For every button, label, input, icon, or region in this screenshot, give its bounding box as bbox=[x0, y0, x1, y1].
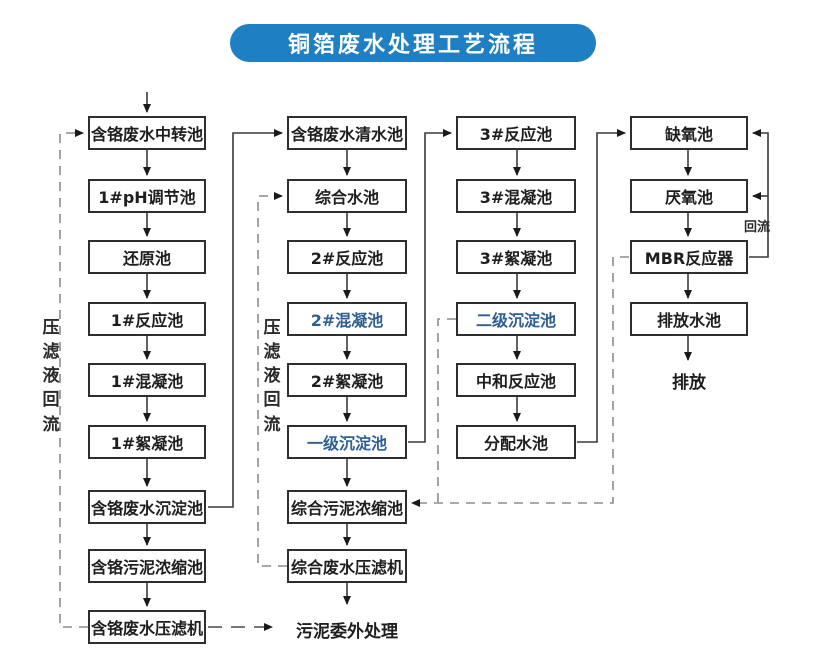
label-discharge: 排放 bbox=[672, 372, 706, 393]
node-distribution-tank: 分配水池 bbox=[456, 425, 576, 459]
node-comprehensive-filter-press: 综合废水压滤机 bbox=[287, 549, 407, 583]
node-reduction-tank: 还原池 bbox=[88, 240, 206, 274]
label-filtrate-return-left: 压滤液回流 bbox=[42, 318, 60, 435]
node-primary-sedimentation-tank: 一级沉淀池 bbox=[287, 425, 407, 459]
label-filtrate-return-middle: 压滤液回流 bbox=[263, 318, 281, 435]
node-anaerobic-tank: 厌氧池 bbox=[630, 179, 748, 213]
node-cr-sludge-thickening-tank: 含铬污泥浓缩池 bbox=[88, 549, 206, 583]
node-mbr-reactor: MBR反应器 bbox=[630, 240, 748, 274]
node-anoxic-tank: 缺氧池 bbox=[630, 116, 748, 150]
node-cr-sedimentation-tank: 含铬废水沉淀池 bbox=[88, 490, 206, 524]
node-coagulation-tank-3: 3#混凝池 bbox=[456, 179, 576, 213]
node-reaction-tank-2: 2#反应池 bbox=[287, 240, 407, 274]
node-flocculation-tank-3: 3#絮凝池 bbox=[456, 240, 576, 274]
label-reflux: 回流 bbox=[744, 220, 771, 235]
node-comprehensive-sludge-thickening-tank: 综合污泥浓缩池 bbox=[287, 490, 407, 524]
node-flocculation-tank-2: 2#絮凝池 bbox=[287, 363, 407, 397]
node-ph-adjust-tank-1: 1#pH调节池 bbox=[88, 179, 206, 213]
diagram-title: 铜箔废水处理工艺流程 bbox=[230, 24, 596, 62]
node-reaction-tank-1: 1#反应池 bbox=[88, 302, 206, 336]
label-sludge-external-treatment: 污泥委外处理 bbox=[296, 621, 398, 642]
node-cr-clear-water-tank: 含铬废水清水池 bbox=[287, 116, 407, 150]
node-comprehensive-water-tank: 综合水池 bbox=[287, 179, 407, 213]
node-neutralization-reaction-tank: 中和反应池 bbox=[456, 363, 576, 397]
node-coagulation-tank-1: 1#混凝池 bbox=[88, 363, 206, 397]
node-reaction-tank-3: 3#反应池 bbox=[456, 116, 576, 150]
node-secondary-sedimentation-tank: 二级沉淀池 bbox=[456, 302, 576, 336]
node-flocculation-tank-1: 1#絮凝池 bbox=[88, 425, 206, 459]
node-discharge-tank: 排放水池 bbox=[630, 302, 748, 336]
node-coagulation-tank-2: 2#混凝池 bbox=[287, 302, 407, 336]
node-cr-wastewater-transfer-tank: 含铬废水中转池 bbox=[88, 116, 206, 150]
node-cr-filter-press: 含铬废水压滤机 bbox=[88, 610, 206, 644]
